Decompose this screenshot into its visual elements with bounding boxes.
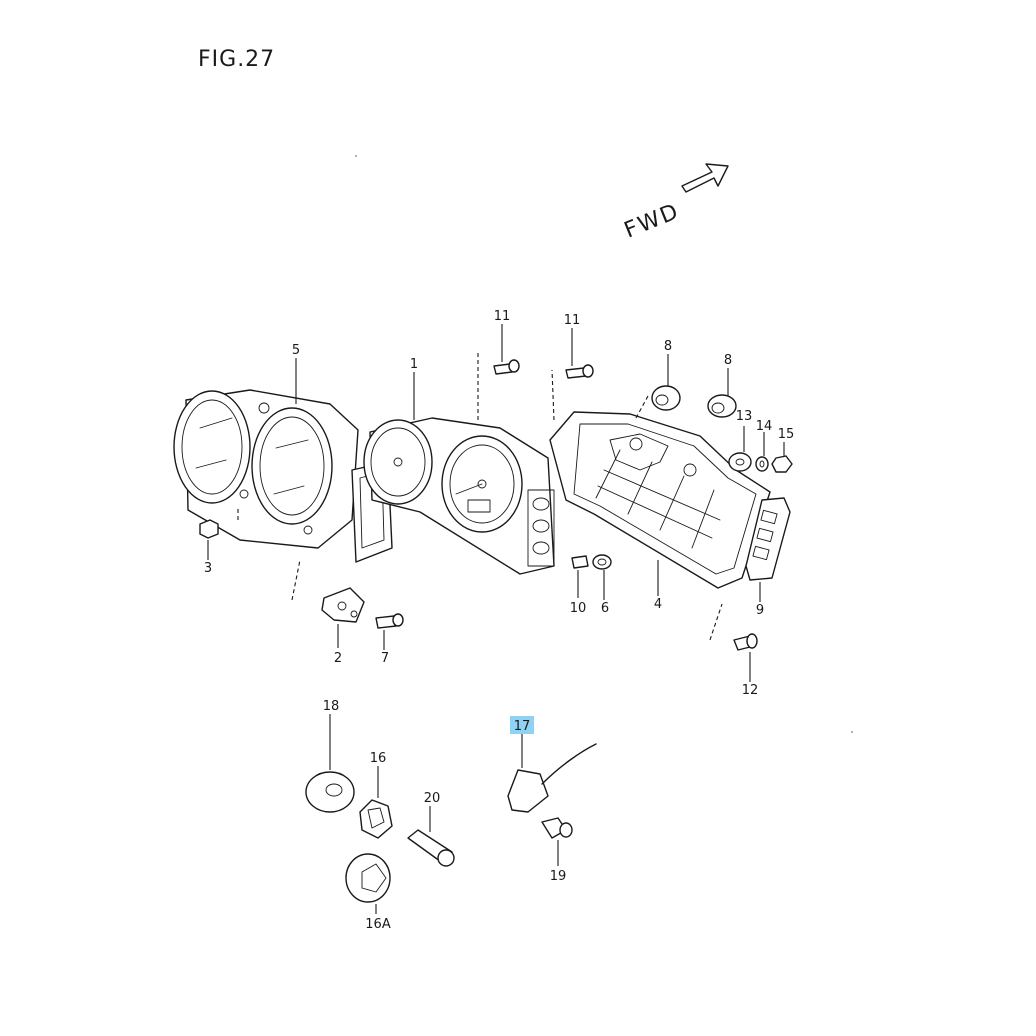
screw-part-12[interactable] xyxy=(733,633,758,651)
callout-11-left: 11 xyxy=(494,309,511,324)
callout-8-left: 8 xyxy=(664,339,672,354)
callout-8-right: 8 xyxy=(724,353,732,368)
leader-lines xyxy=(207,324,785,914)
washer-part-14[interactable] xyxy=(755,456,769,472)
callout-16a: 16A xyxy=(365,917,391,932)
figure-title: FIG.27 xyxy=(198,47,275,72)
callout-12: 12 xyxy=(742,683,759,698)
callout-1: 1 xyxy=(410,357,418,372)
speck xyxy=(851,731,853,733)
screw-part-11-right[interactable] xyxy=(565,364,594,379)
meter-case-part-5[interactable] xyxy=(173,389,359,549)
meter-assembly-part-1[interactable] xyxy=(363,417,555,575)
callout-17: 17 xyxy=(514,719,531,734)
callout-5: 5 xyxy=(292,343,300,358)
forward-direction-indicator: FWD xyxy=(621,163,729,244)
gear-part-16[interactable] xyxy=(359,799,393,839)
callout-19: 19 xyxy=(550,869,567,884)
screw-part-19[interactable] xyxy=(541,817,573,839)
callout-labels: 5 1 11 11 8 8 13 14 15 3 2 7 10 6 4 9 12… xyxy=(204,309,794,932)
callout-7: 7 xyxy=(381,651,389,666)
callout-14: 14 xyxy=(756,419,773,434)
screw-part-11-left[interactable] xyxy=(493,359,520,375)
callout-9: 9 xyxy=(756,603,764,618)
meter-housing-part-4[interactable] xyxy=(549,411,771,589)
bushing-part-13[interactable] xyxy=(728,452,752,472)
callout-10: 10 xyxy=(570,601,587,616)
callout-13: 13 xyxy=(736,409,753,424)
callout-6: 6 xyxy=(601,601,609,616)
callout-18: 18 xyxy=(323,699,340,714)
callout-11-right: 11 xyxy=(564,313,581,328)
forward-arrow-icon xyxy=(681,163,729,193)
socket-part-6[interactable] xyxy=(592,554,612,570)
forward-label: FWD xyxy=(621,199,684,244)
callout-15: 15 xyxy=(778,427,795,442)
callout-2: 2 xyxy=(334,651,342,666)
gasket-part-9[interactable] xyxy=(745,497,791,581)
sensor-part-17[interactable] xyxy=(507,743,597,813)
bolt-part-20[interactable] xyxy=(407,829,455,867)
washer-part-18[interactable] xyxy=(305,771,355,813)
nut-part-15[interactable] xyxy=(771,455,793,473)
bracket-part-2[interactable] xyxy=(321,587,365,623)
callout-3: 3 xyxy=(204,561,212,576)
bulb-part-10[interactable] xyxy=(571,555,589,569)
callout-17-highlight xyxy=(510,716,534,734)
callout-4: 4 xyxy=(654,597,662,612)
callout-20: 20 xyxy=(424,791,441,806)
screw-part-3[interactable] xyxy=(199,519,219,539)
grommet-part-8-right[interactable] xyxy=(707,394,737,418)
speck xyxy=(355,155,357,157)
gear-part-16a[interactable] xyxy=(345,853,391,903)
screw-part-7[interactable] xyxy=(375,613,404,629)
grommet-part-8-left[interactable] xyxy=(651,385,681,411)
callout-16: 16 xyxy=(370,751,387,766)
